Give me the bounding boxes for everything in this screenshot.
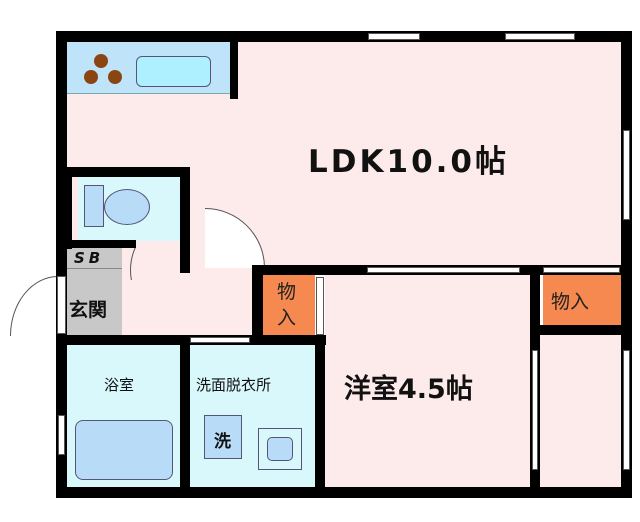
stove-burner-icon xyxy=(84,70,98,84)
kitchen-wall xyxy=(230,41,238,99)
wall-right xyxy=(621,31,632,498)
sliding-door xyxy=(190,337,250,343)
wash-basin-icon xyxy=(258,428,302,470)
wall-bottom xyxy=(56,487,632,498)
toilet-wall-bottom xyxy=(66,240,136,248)
closet-left: 物入 xyxy=(263,275,315,337)
closet-door xyxy=(316,277,324,335)
entrance-label: 玄関 xyxy=(69,299,108,321)
toilet-tank-icon xyxy=(84,185,104,227)
sliding-door xyxy=(532,350,538,470)
western-room-label: 洋室4.5帖 xyxy=(344,374,473,405)
closet-left-label: 物入 xyxy=(277,281,297,329)
toilet-wall-top xyxy=(56,167,190,177)
entrance-door-opening xyxy=(57,276,66,334)
washroom-label: 洗面脱衣所 xyxy=(196,376,272,394)
toilet-wall-left xyxy=(66,177,72,249)
bath-wall-mid xyxy=(180,345,190,490)
closet-right-wall xyxy=(530,325,630,335)
closet-wall xyxy=(252,265,263,345)
western-room-floor xyxy=(325,273,532,489)
washer-label: 洗 xyxy=(214,432,231,452)
ldk-label: LDK10.0帖 xyxy=(308,144,509,180)
shoe-box-label: SB xyxy=(74,249,105,267)
toilet-wall-right xyxy=(180,167,190,273)
wall-left xyxy=(56,31,67,498)
closet-right: 物入 xyxy=(543,275,622,325)
window xyxy=(58,415,65,455)
shoe-box: SB xyxy=(66,248,122,269)
stove-burner-icon xyxy=(108,70,122,84)
window xyxy=(505,33,575,40)
window xyxy=(368,33,420,40)
window xyxy=(623,130,630,220)
window xyxy=(623,350,630,470)
side-room-floor xyxy=(540,333,622,489)
entrance: 玄関 xyxy=(66,269,122,337)
stove-burner-icon xyxy=(94,54,108,68)
kitchen-sink-icon xyxy=(136,56,211,87)
bathtub-icon xyxy=(75,420,173,480)
closet-right-label: 物入 xyxy=(551,291,590,313)
closet-door xyxy=(543,267,620,273)
bathroom-label: 浴室 xyxy=(104,376,135,394)
western-wall-left xyxy=(315,335,325,495)
washing-machine: 洗 xyxy=(204,415,242,459)
wall-top xyxy=(56,31,632,42)
sliding-door xyxy=(367,267,520,273)
toilet-bowl-icon xyxy=(104,189,150,225)
toilet-door-swing xyxy=(130,247,193,280)
